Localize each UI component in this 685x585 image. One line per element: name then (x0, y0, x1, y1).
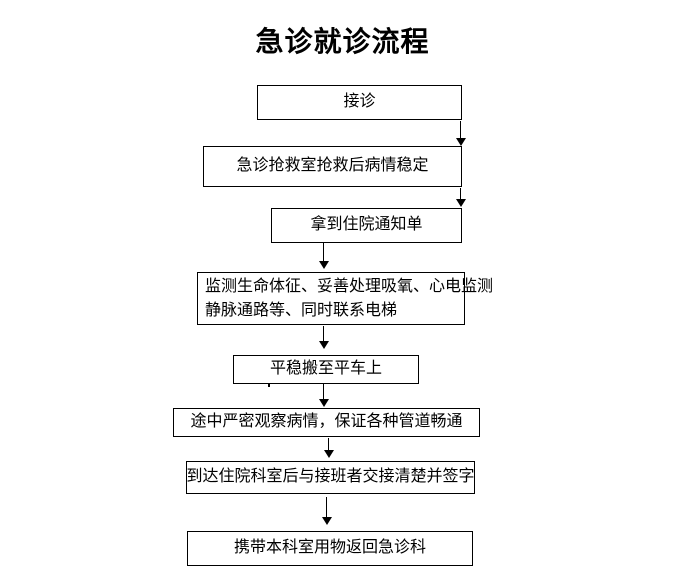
arrow-line (322, 326, 325, 341)
flow-arrow-1 (455, 121, 466, 146)
flow-arrow-3 (318, 243, 329, 269)
flow-step-condition-stable: 急诊抢救室抢救后病情稳定 (203, 146, 462, 187)
flow-step-return-to-er: 携带本科室用物返回急诊科 (187, 531, 473, 566)
flow-step-reception: 接诊 (257, 85, 462, 120)
flow-step-observe-en-route: 途中严密观察病情，保证各种管道畅通 (173, 408, 480, 437)
arrow-line (327, 438, 330, 450)
arrow-down-icon (321, 517, 332, 525)
arrow-down-icon (455, 199, 466, 207)
stray-mark (268, 383, 270, 387)
flow-arrow-4 (318, 326, 329, 349)
arrow-down-icon (323, 450, 334, 458)
arrow-line (322, 243, 325, 261)
flow-arrow-5 (318, 384, 329, 407)
arrow-down-icon (318, 341, 329, 349)
page-title: 急诊就诊流程 (255, 27, 430, 58)
arrow-down-icon (455, 138, 466, 146)
flow-arrow-6 (323, 438, 334, 458)
flow-step-monitor-vitals-line2: 静脉通路等、同时联系电梯 (205, 301, 398, 319)
flow-step-admission-notice: 拿到住院通知单 (271, 208, 462, 243)
flow-step-transfer-to-cart: 平稳搬至平车上 (233, 355, 419, 384)
flow-step-monitor-vitals: 监测生命体征、妥善处理吸氧、心电监测 静脉通路等、同时联系电梯 (197, 272, 493, 325)
arrow-line (322, 384, 325, 399)
flow-arrow-7 (321, 497, 332, 525)
flow-arrow-2 (455, 188, 466, 207)
arrow-line (459, 121, 462, 138)
flow-step-monitor-vitals-line1: 监测生命体征、妥善处理吸氧、心电监测 (205, 277, 494, 295)
arrow-line (459, 188, 462, 199)
arrow-line (325, 497, 328, 517)
arrow-down-icon (318, 261, 329, 269)
flow-step-handover-sign: 到达住院科室后与接班者交接清楚并签字 (186, 461, 475, 494)
arrow-down-icon (318, 399, 329, 407)
